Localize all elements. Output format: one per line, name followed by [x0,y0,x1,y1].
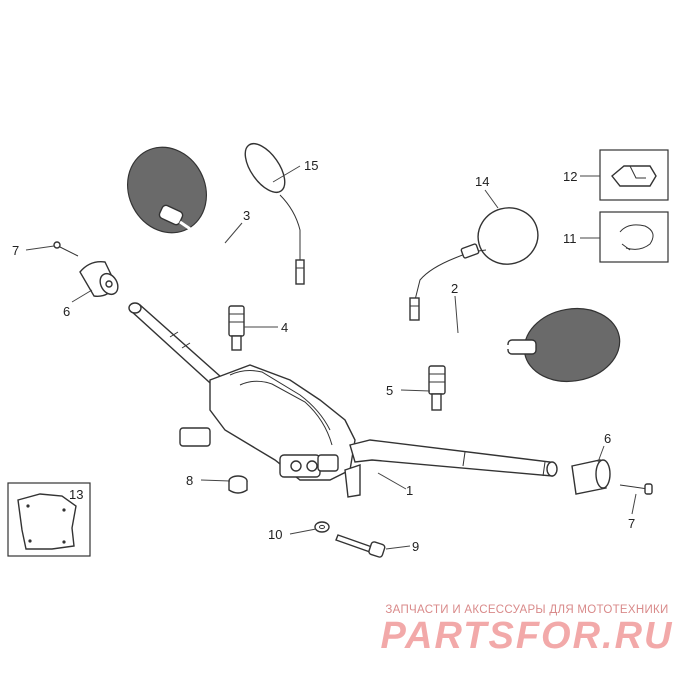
watermark-caption: ЗАПЧАСТИ И АКСЕССУАРЫ ДЛЯ МОТОТЕХНИКИ [385,604,669,616]
bar-end-weight-right-part[interactable] [571,459,611,495]
clamp-nut-box[interactable] [599,149,669,201]
callout-7-right: 7 [628,516,635,531]
callout-8: 8 [186,473,193,488]
callout-5: 5 [386,383,393,398]
left-mirror-part[interactable] [113,133,245,351]
callout-1: 1 [406,483,413,498]
small-mirror-part[interactable] [237,137,305,285]
bar-end-weight-left-part[interactable] [79,261,121,298]
callout-labels: 1 2 3 4 5 6 6 7 7 8 9 10 11 12 13 14 15 [12,158,635,554]
callout-15: 15 [304,158,318,173]
callout-6-left: 6 [63,304,70,319]
watermark: ЗАПЧАСТИ И АКСЕССУАРЫ ДЛЯ МОТОТЕХНИКИ PA… [372,604,682,656]
clip-box[interactable] [599,211,669,263]
gasket-box[interactable] [7,482,91,557]
handlebar-part[interactable] [128,302,558,498]
callout-2: 2 [451,281,458,296]
callout-11: 11 [563,231,577,246]
callout-12: 12 [563,169,577,184]
callout-14: 14 [475,174,489,189]
callout-13: 13 [69,487,83,502]
right-mirror-part[interactable] [428,301,626,411]
callout-3: 3 [243,208,250,223]
right-small-mirror-part[interactable] [409,201,544,321]
callout-9: 9 [412,539,419,554]
bolt-part[interactable] [335,534,386,558]
screw-right-part[interactable] [619,483,653,495]
grommet-part[interactable] [228,475,248,494]
screw-left-part[interactable] [53,241,79,257]
callout-7-left: 7 [12,243,19,258]
washer-part[interactable] [314,521,330,533]
callout-4: 4 [281,320,288,335]
callout-6-right: 6 [604,431,611,446]
callout-10: 10 [268,527,282,542]
watermark-logo: PARTSFOR.RU [380,615,674,657]
leader-lines [25,165,637,550]
